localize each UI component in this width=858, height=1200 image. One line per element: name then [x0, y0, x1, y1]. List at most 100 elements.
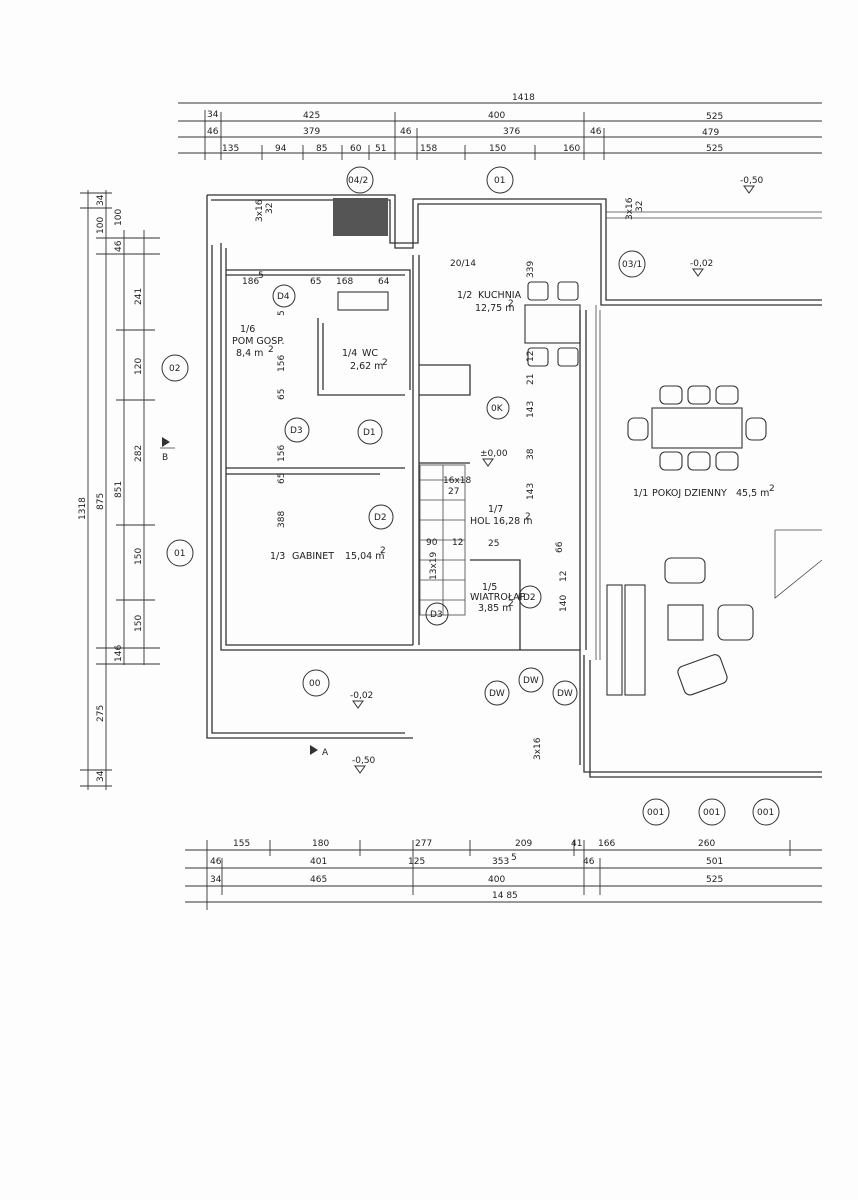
lbl-w6: 5 — [277, 310, 287, 316]
lbl-h4: 143 — [526, 401, 536, 418]
lbl-h6: 143 — [526, 483, 536, 500]
marker-label: 00 — [309, 679, 321, 689]
lbl-s8: 32 — [635, 201, 645, 212]
room-num: 1/5 — [482, 582, 497, 593]
dim-left-r4: 150 — [134, 548, 144, 565]
walls — [206, 194, 822, 778]
lbl-s3: 25 — [488, 539, 499, 549]
dim-left-i1: 100 — [114, 209, 124, 226]
marker-dw-2: DW — [518, 667, 544, 693]
dim-top-r3-f: 479 — [702, 128, 719, 138]
dim-bot-r2-f: 46 — [583, 857, 595, 867]
marker-label: 02 — [169, 364, 180, 374]
dim-left-i3: 851 — [114, 481, 124, 498]
dim-bot-r1-c: 277 — [415, 839, 432, 849]
lbl-k4: 168 — [336, 277, 353, 287]
section-mark-b: B — [160, 437, 175, 463]
dim-left-m5: 34 — [96, 770, 106, 782]
dim-bot-r3-d: 525 — [706, 875, 723, 885]
marker-label: 001 — [703, 808, 720, 818]
lbl-h2: 12 — [526, 351, 536, 362]
lbl-s6: 32 — [265, 203, 275, 214]
dim-top-r4-d: 60 — [350, 144, 362, 154]
dim-left-m3: 875 — [96, 493, 106, 510]
marker-04-2: 04/2 — [346, 166, 374, 194]
marker-01-left: 01 — [166, 539, 194, 567]
dim-bot-r2-e: 5 — [511, 853, 517, 863]
lbl-k3: 65 — [310, 277, 321, 287]
dim-top-r3-b: 379 — [303, 127, 320, 137]
room-num: 1/4 — [342, 348, 357, 359]
dim-top-r4-f: 158 — [420, 144, 437, 154]
room-name: WC — [362, 348, 378, 359]
lbl-h7: 66 — [555, 541, 565, 553]
room-gabinet: 1/3 GABINET 15,04 m 2 — [270, 546, 386, 562]
lbl-s1: 90 — [426, 538, 438, 548]
marker-label: D3 — [290, 426, 303, 436]
level-right: -0,02 — [690, 259, 713, 269]
area-sup: 2 — [268, 345, 274, 355]
room-area: 3,85 m — [478, 603, 511, 614]
vent-label: 20/14 — [450, 259, 476, 269]
lbl-s4: 13x19 — [429, 551, 439, 580]
lbl-h8: 12 — [559, 571, 569, 582]
level-marks: -0,50 -0,02 ±0,00 -0,02 -0,50 — [350, 176, 764, 774]
marker-label: D3 — [430, 610, 443, 620]
lbl-k2: 5 — [258, 271, 264, 281]
kitchen-furniture — [337, 281, 581, 367]
room-kuchnia: 1/2 KUCHNIA 12,75 m 2 — [457, 290, 522, 314]
staircase — [419, 464, 466, 616]
marker-d1: D1 — [357, 419, 383, 445]
marker-label: DW — [557, 689, 573, 699]
level-bottom: -0,50 — [352, 756, 376, 766]
dim-bot-r1-f: 166 — [598, 839, 615, 849]
chimney-block — [333, 198, 388, 236]
room-area: 15,04 m — [345, 551, 384, 562]
stairs-count: 27 — [448, 487, 459, 497]
dim-bot-r3-c: 400 — [488, 875, 505, 885]
marker-label: D1 — [363, 428, 376, 438]
dining-set — [627, 385, 767, 471]
room-hol: 1/7 HOL 16,28 m 2 — [470, 504, 532, 527]
marker-label: D2 — [523, 593, 536, 603]
lbl-k5: 64 — [378, 277, 390, 287]
marker-03-1: 03/1 — [618, 250, 646, 278]
dim-bot-r3-b: 465 — [310, 875, 327, 885]
lbl-w3: 156 — [277, 445, 287, 462]
marker-label: 0K — [491, 404, 504, 414]
room-num: 1/1 — [633, 488, 648, 499]
marker-label: 001 — [647, 808, 664, 818]
area-sup: 2 — [380, 546, 386, 556]
dim-left-r5: 150 — [134, 615, 144, 632]
room-name: WIATROŁAP — [470, 592, 526, 603]
lbl-h1: 339 — [526, 261, 536, 278]
dim-left-r3: 282 — [134, 445, 144, 462]
dim-top-r4-h: 160 — [563, 144, 580, 154]
level-bottom-left: -0,02 — [350, 691, 373, 701]
dim-top-r4-g: 150 — [489, 144, 506, 154]
room-wiatrolap: 1/5 WIATROŁAP 3,85 m 2 — [470, 582, 526, 614]
marker-001-2: 001 — [698, 798, 726, 826]
marker-d3-a: D3 — [284, 417, 310, 443]
dim-top-total: 1418 — [512, 93, 535, 103]
dim-top-r4-i: 525 — [706, 144, 723, 154]
dim-left-r1: 241 — [134, 288, 144, 305]
lbl-h5: 38 — [526, 448, 536, 460]
level-center: ±0,00 — [480, 449, 508, 459]
lbl-w2: 65 — [277, 389, 287, 400]
marker-d2-b: D2 — [518, 585, 542, 609]
marker-label: 01 — [174, 549, 185, 559]
room-name: KUCHNIA — [478, 290, 522, 301]
dim-bot-r1-e: 41 — [571, 839, 582, 849]
dim-top-r3-a: 46 — [207, 127, 219, 137]
room-name: HOL — [470, 516, 491, 527]
lbl-w5: 388 — [277, 511, 287, 528]
room-num: 1/7 — [488, 504, 503, 515]
dim-left-r2: 120 — [134, 358, 144, 375]
dim-top-r2-d: 525 — [706, 112, 723, 122]
room-name: POKOJ DZIENNY — [652, 488, 727, 499]
section-a-label: A — [322, 748, 329, 758]
marker-d2-a: D2 — [368, 504, 394, 530]
marker-d3-b: D3 — [425, 602, 449, 626]
